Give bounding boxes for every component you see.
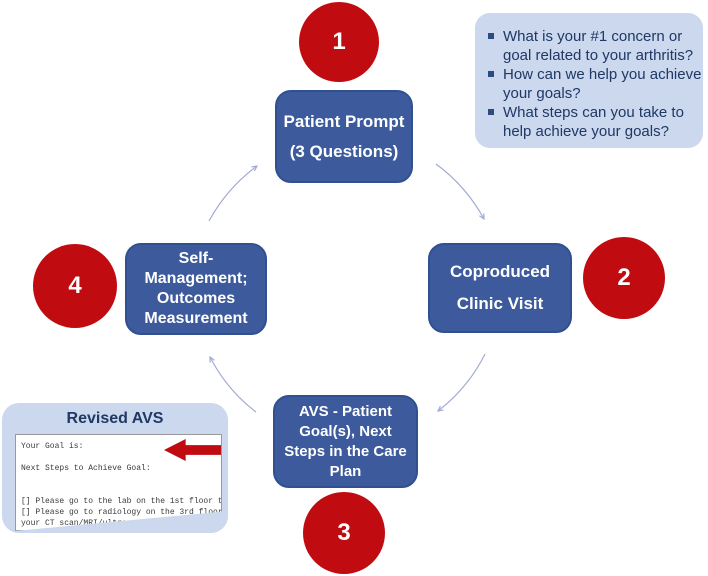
step-box-patient-prompt: Patient Prompt (3 Questions) <box>275 90 413 183</box>
step-label-line: Measurement <box>144 310 248 327</box>
step-number: 4 <box>68 272 82 299</box>
step-label-line: Outcomes <box>156 290 236 307</box>
doc-line: Next Steps to Achieve Goal: <box>21 464 151 473</box>
revised-avs-title: Revised AVS <box>66 410 164 427</box>
step-label-line: Patient Prompt <box>283 111 405 131</box>
step-number: 3 <box>337 519 351 546</box>
step-label-line: (3 Questions) <box>289 141 399 161</box>
arrow-step1-to-step2 <box>435 163 485 221</box>
step-label-line: Self- <box>178 250 214 267</box>
step-label-line: Steps in the Care <box>284 442 407 460</box>
avs-document-preview: Your Goal is: Next Steps to Achieve Goal… <box>15 434 222 531</box>
step-number: 1 <box>332 28 346 55</box>
patient-questions-panel: What is your #1 concern or goal related … <box>475 13 703 148</box>
step-label-line: Goal(s), Next <box>299 422 392 440</box>
doc-line: [] Please go to the lab on the 1st floor… <box>21 497 221 506</box>
question-text: What is your #1 concern or goal related … <box>503 28 694 64</box>
step-label-line: Clinic Visit <box>456 294 544 313</box>
step-badge-1: 1 <box>299 2 379 82</box>
revised-avs-panel: Revised AVS Your Goal is: Next Steps to … <box>2 403 228 533</box>
question-item: What steps can you take to help achieve … <box>485 103 703 141</box>
step-badge-3: 3 <box>303 492 385 574</box>
step-badge-4: 4 <box>33 244 117 328</box>
step-box-avs-patient-goals: AVS - Patient Goal(s), Next Steps in the… <box>273 395 418 488</box>
doc-line <box>21 485 221 496</box>
square-bullet-icon <box>488 71 494 77</box>
step-box-coproduced-clinic-visit: Coproduced Clinic Visit <box>428 243 572 333</box>
step-label-line: Coproduced <box>449 262 551 281</box>
question-text: What steps can you take to help achieve … <box>503 104 684 140</box>
doc-line: your CT scan/MRI/ultras <box>21 519 132 528</box>
step-label-line: Plan <box>329 462 362 480</box>
step-badge-2: 2 <box>583 237 665 319</box>
doc-line: Your Goal is: <box>21 442 84 451</box>
question-item: What is your #1 concern or goal related … <box>485 27 703 65</box>
doc-line: [] Please go to radiology on the 3rd flo… <box>21 508 221 517</box>
doc-line <box>21 474 221 485</box>
step-number: 2 <box>617 264 631 291</box>
arrow-step2-to-step3 <box>436 353 486 412</box>
square-bullet-icon <box>488 109 494 115</box>
step-label-line: AVS - Patient <box>298 402 393 420</box>
question-item: How can we help you achieve your goals? <box>485 65 703 103</box>
arrow-step4-to-step1 <box>208 165 259 222</box>
square-bullet-icon <box>488 33 494 39</box>
step-box-self-management: Self- Management; Outcomes Measurement <box>125 243 267 335</box>
question-text: How can we help you achieve your goals? <box>503 66 702 102</box>
step-label-line: Management; <box>144 270 248 287</box>
